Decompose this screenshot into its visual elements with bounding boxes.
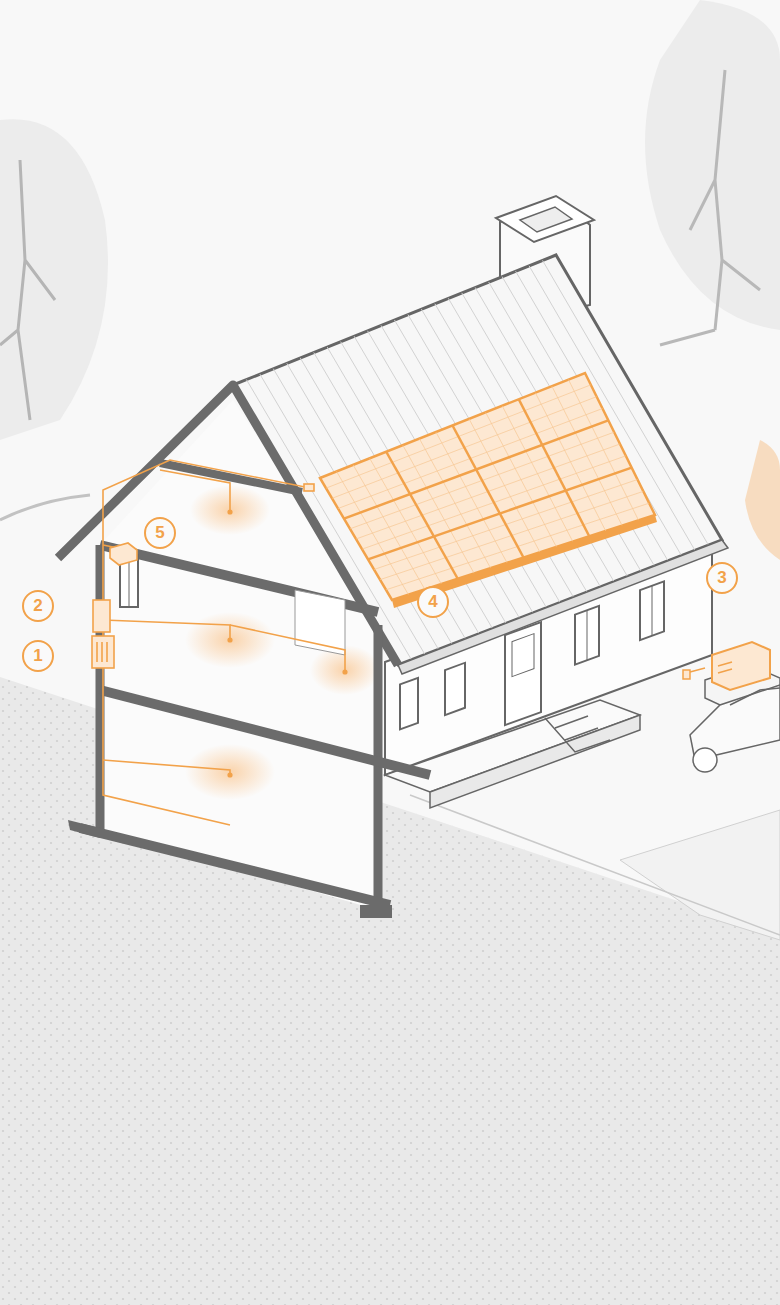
tree — [0, 119, 108, 520]
solar-panels — [320, 373, 655, 600]
equipment — [92, 543, 137, 668]
driveway — [620, 810, 780, 940]
wiring — [103, 460, 705, 825]
panel-frame — [453, 426, 524, 558]
panel-frame — [344, 420, 608, 518]
ground-edge — [410, 795, 780, 935]
callout-number: 4 — [418, 587, 448, 617]
callout-number: 1 — [23, 641, 53, 671]
panel-frame — [386, 452, 458, 579]
panel-frame — [519, 399, 590, 536]
roof-seams — [246, 260, 708, 659]
panel-frame — [368, 468, 632, 560]
panel-grid — [326, 380, 649, 595]
callout-number: 3 — [707, 563, 737, 593]
roof — [233, 255, 722, 665]
callout-number: 5 — [145, 518, 175, 548]
callout-number: 2 — [23, 591, 53, 621]
house-section — [58, 385, 430, 918]
callout-circles — [23, 518, 737, 671]
car — [690, 685, 780, 772]
porch — [385, 700, 640, 808]
